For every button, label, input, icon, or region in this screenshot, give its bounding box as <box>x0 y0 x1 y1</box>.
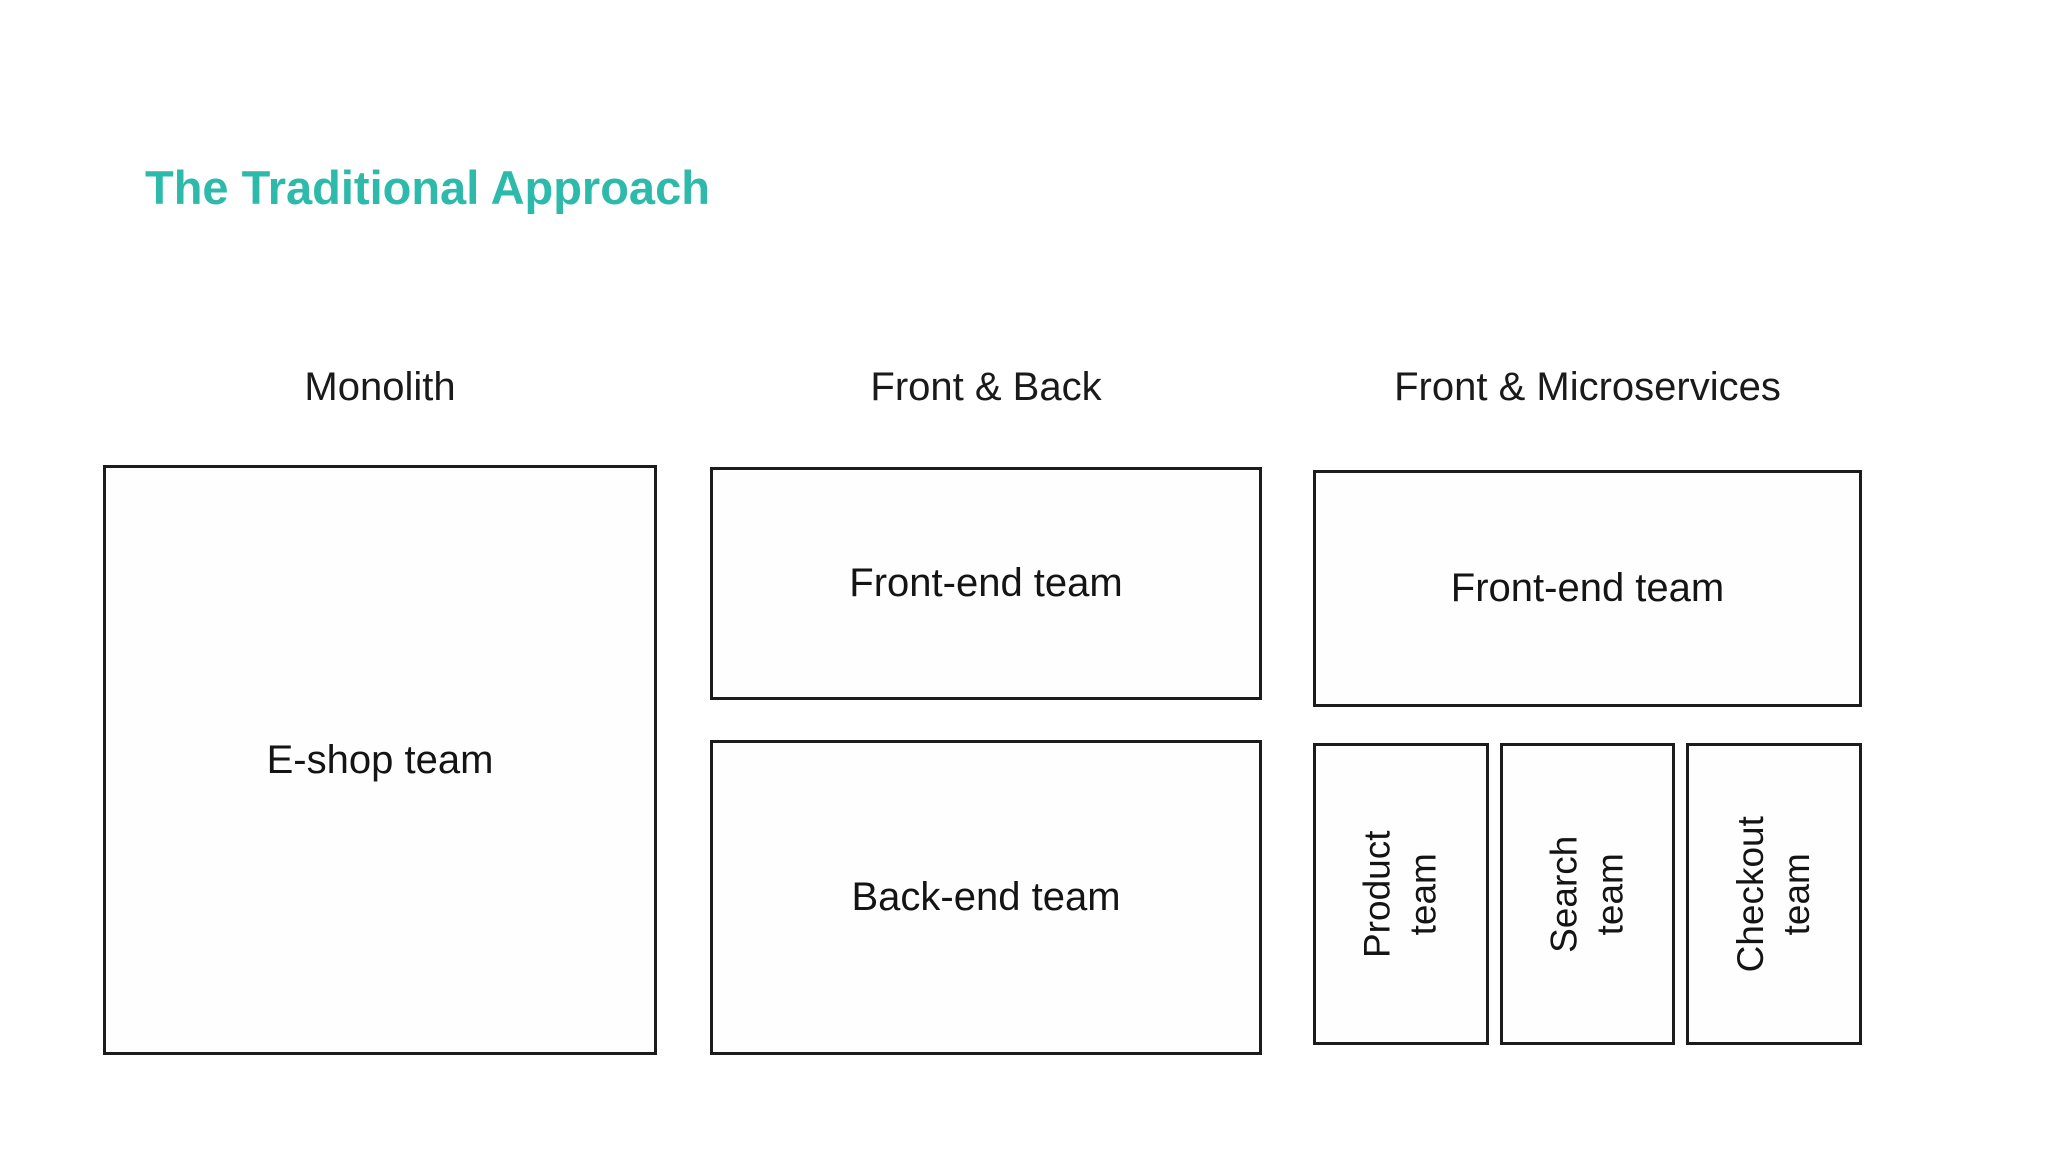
column-header-monolith: Monolith <box>304 364 456 409</box>
box-frontend-team-microservices: Front-end team <box>1313 470 1862 707</box>
frontend-team-frontback-label: Front-end team <box>849 561 1123 605</box>
box-eshop-team: E-shop team <box>103 465 657 1055</box>
product-team-label: Product team <box>1355 830 1448 958</box>
box-frontend-team-frontback: Front-end team <box>710 467 1262 700</box>
checkout-team-label-line2: team <box>1776 852 1818 936</box>
checkout-team-label-line1: Checkout <box>1729 815 1771 973</box>
box-backend-team: Back-end team <box>710 740 1262 1055</box>
column-header-front-and-microservices: Front & Microservices <box>1394 364 1781 409</box>
microservice-teams-row: Product team Search team Checkout team <box>1313 743 1863 1045</box>
search-team-label: Search team <box>1541 835 1634 952</box>
checkout-team-label: Checkout team <box>1728 816 1821 972</box>
search-team-label-line2: team <box>1589 852 1631 936</box>
box-checkout-team: Checkout team <box>1686 743 1863 1045</box>
column-header-front-and-back: Front & Back <box>870 364 1102 409</box>
backend-team-label: Back-end team <box>851 875 1121 919</box>
frontend-team-microservices-label: Front-end team <box>1450 566 1725 610</box>
product-team-label-line2: team <box>1402 852 1444 936</box>
box-search-team: Search team <box>1499 743 1676 1045</box>
box-product-team: Product team <box>1313 743 1489 1045</box>
page-title: The Traditional Approach <box>145 161 710 214</box>
search-team-label-line1: Search <box>1543 835 1585 953</box>
product-team-label-line1: Product <box>1356 830 1398 958</box>
eshop-team-label: E-shop team <box>266 737 494 782</box>
